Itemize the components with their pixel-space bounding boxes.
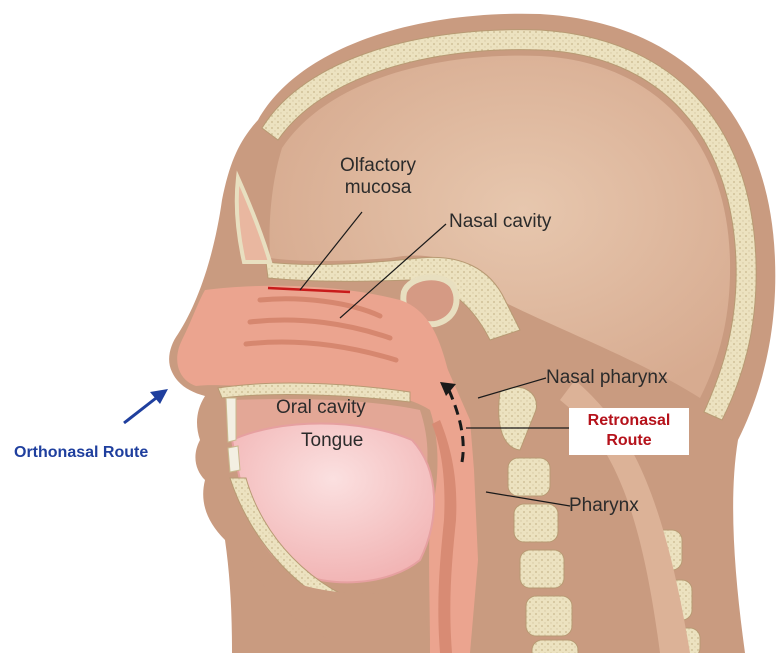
label-olfactory-mucosa: Olfactory mucosa bbox=[328, 155, 428, 199]
label-oral-cavity: Oral cavity bbox=[276, 397, 366, 419]
orthonasal-arrow-shaft bbox=[124, 395, 160, 423]
label-retronasal-route: Retronasal Route bbox=[569, 408, 689, 455]
label-olfactory-line1: Olfactory bbox=[328, 155, 428, 177]
label-tongue: Tongue bbox=[301, 430, 363, 452]
lower-teeth bbox=[228, 446, 240, 472]
label-retronasal-line2: Route bbox=[569, 431, 689, 451]
label-retronasal-line1: Retronasal bbox=[569, 411, 689, 431]
label-nasal-cavity: Nasal cavity bbox=[449, 211, 551, 233]
upper-teeth bbox=[226, 398, 236, 442]
label-pharynx: Pharynx bbox=[569, 495, 639, 517]
label-nasal-pharynx: Nasal pharynx bbox=[546, 367, 667, 389]
label-olfactory-line2: mucosa bbox=[328, 177, 428, 199]
label-orthonasal-route: Orthonasal Route bbox=[14, 444, 148, 462]
